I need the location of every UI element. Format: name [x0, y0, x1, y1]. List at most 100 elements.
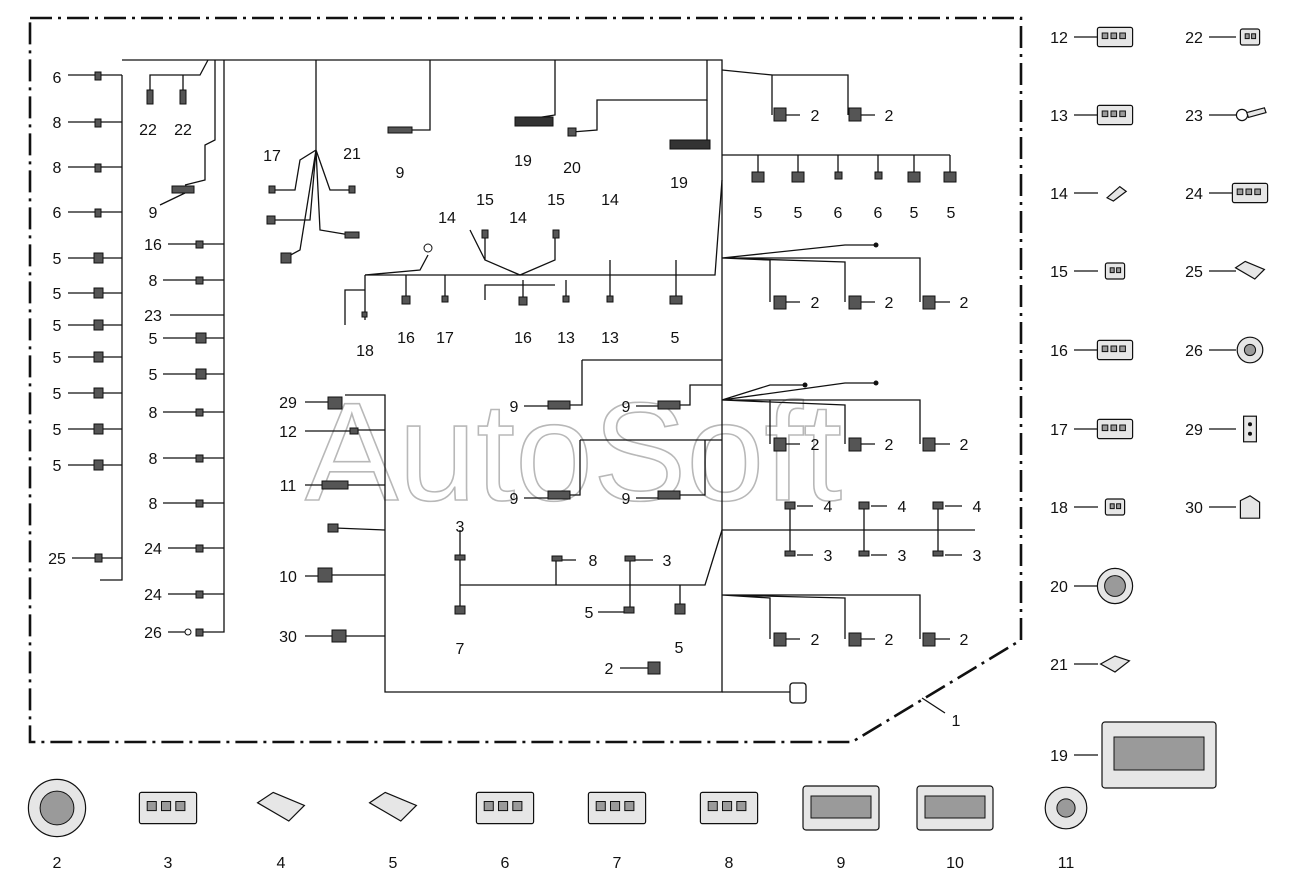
side-part-number: 25 — [1185, 264, 1203, 281]
side-part-number: 30 — [1185, 500, 1203, 517]
callout-14: 14 — [601, 192, 619, 209]
callout-30: 30 — [279, 629, 297, 646]
bottom-part-2: 2 — [27, 778, 87, 872]
callout-14: 14 — [509, 210, 527, 227]
callout-25: 25 — [48, 551, 66, 568]
callout-5: 5 — [53, 458, 62, 475]
side-part-21: 21 — [1050, 655, 1131, 674]
callout-18: 18 — [356, 343, 374, 360]
callout-20: 20 — [563, 160, 581, 177]
callout-17: 17 — [436, 330, 454, 347]
callout-16: 16 — [397, 330, 415, 347]
bottom-part-number: 9 — [837, 855, 846, 872]
bottom-part-5: 5 — [368, 791, 418, 872]
bottom-part-6: 6 — [475, 791, 535, 872]
assembly-leader — [921, 697, 946, 714]
callout-5: 5 — [53, 286, 62, 303]
bottom-part-number: 5 — [389, 855, 398, 872]
callout-8: 8 — [53, 115, 62, 132]
callout-26: 26 — [144, 625, 162, 642]
callout-19: 19 — [670, 175, 688, 192]
side-part-17: 17 — [1050, 418, 1134, 440]
assembly-callout: 1 — [952, 713, 961, 730]
callout-5: 5 — [149, 367, 158, 384]
callout-5: 5 — [149, 331, 158, 348]
callout-3: 3 — [456, 519, 465, 536]
bottom-part-number: 2 — [53, 855, 62, 872]
callout-15: 15 — [547, 192, 565, 209]
bottom-part-3: 3 — [138, 791, 198, 872]
callout-3: 3 — [898, 548, 907, 565]
callout-13: 13 — [601, 330, 619, 347]
harness-wires — [100, 59, 975, 693]
callout-6: 6 — [53, 70, 62, 87]
side-part-number: 22 — [1185, 30, 1203, 47]
callout-8: 8 — [53, 160, 62, 177]
side-part-number: 21 — [1050, 657, 1068, 674]
side-part-number: 24 — [1185, 186, 1203, 203]
callout-5: 5 — [675, 640, 684, 657]
callout-2: 2 — [885, 632, 894, 649]
callout-24: 24 — [144, 587, 162, 604]
callout-2: 2 — [811, 295, 820, 312]
bottom-part-8: 8 — [699, 791, 759, 872]
callout-4: 4 — [973, 499, 982, 516]
side-part-number: 19 — [1050, 748, 1068, 765]
side-part-number: 26 — [1185, 343, 1203, 360]
callout-9: 9 — [510, 399, 519, 416]
callout-9: 9 — [396, 165, 405, 182]
side-part-16: 16 — [1050, 339, 1134, 361]
bottom-part-number: 4 — [277, 855, 286, 872]
callout-22: 22 — [174, 122, 192, 139]
callout-7: 7 — [456, 641, 465, 658]
side-part-19: 19 — [1050, 721, 1217, 789]
side-part-number: 16 — [1050, 343, 1068, 360]
callout-2: 2 — [885, 437, 894, 454]
side-part-22: 22 — [1185, 28, 1261, 47]
callout-5: 5 — [53, 386, 62, 403]
callout-5: 5 — [754, 205, 763, 222]
side-part-number: 13 — [1050, 108, 1068, 125]
side-part-30: 30 — [1185, 495, 1261, 519]
callout-22: 22 — [139, 122, 157, 139]
callout-29: 29 — [279, 395, 297, 412]
callout-2: 2 — [811, 437, 820, 454]
callout-16: 16 — [144, 237, 162, 254]
callout-8: 8 — [589, 553, 598, 570]
callout-5: 5 — [671, 330, 680, 347]
side-part-26: 26 — [1185, 336, 1264, 364]
callout-15: 15 — [476, 192, 494, 209]
side-part-number: 14 — [1050, 186, 1068, 203]
bottom-part-7: 7 — [587, 791, 647, 872]
side-part-25: 25 — [1185, 260, 1266, 281]
callout-3: 3 — [973, 548, 982, 565]
callout-5: 5 — [53, 422, 62, 439]
side-part-23: 23 — [1185, 107, 1267, 125]
callout-5: 5 — [53, 251, 62, 268]
assembly-boundary — [28, 16, 1023, 744]
bottom-part-4: 4 — [256, 791, 306, 872]
bottom-part-11: 11 — [1044, 786, 1088, 872]
callout-2: 2 — [960, 632, 969, 649]
callout-5: 5 — [794, 205, 803, 222]
callout-2: 2 — [811, 632, 820, 649]
callout-13: 13 — [557, 330, 575, 347]
callout-9: 9 — [510, 491, 519, 508]
bottom-part-number: 10 — [946, 855, 964, 872]
callout-12: 12 — [279, 424, 297, 441]
side-part-number: 18 — [1050, 500, 1068, 517]
bottom-part-number: 7 — [613, 855, 622, 872]
side-part-13: 13 — [1050, 104, 1134, 126]
callout-5: 5 — [585, 605, 594, 622]
side-part-15: 15 — [1050, 262, 1126, 281]
callout-2: 2 — [811, 108, 820, 125]
callout-23: 23 — [144, 308, 162, 325]
callout-2: 2 — [960, 437, 969, 454]
bottom-part-number: 8 — [725, 855, 734, 872]
side-part-number: 23 — [1185, 108, 1203, 125]
bottom-parts-legend: 2 3 4 5 6 7 8 9 10 11 — [27, 778, 1088, 872]
callout-21: 21 — [343, 146, 361, 163]
callout-5: 5 — [53, 318, 62, 335]
